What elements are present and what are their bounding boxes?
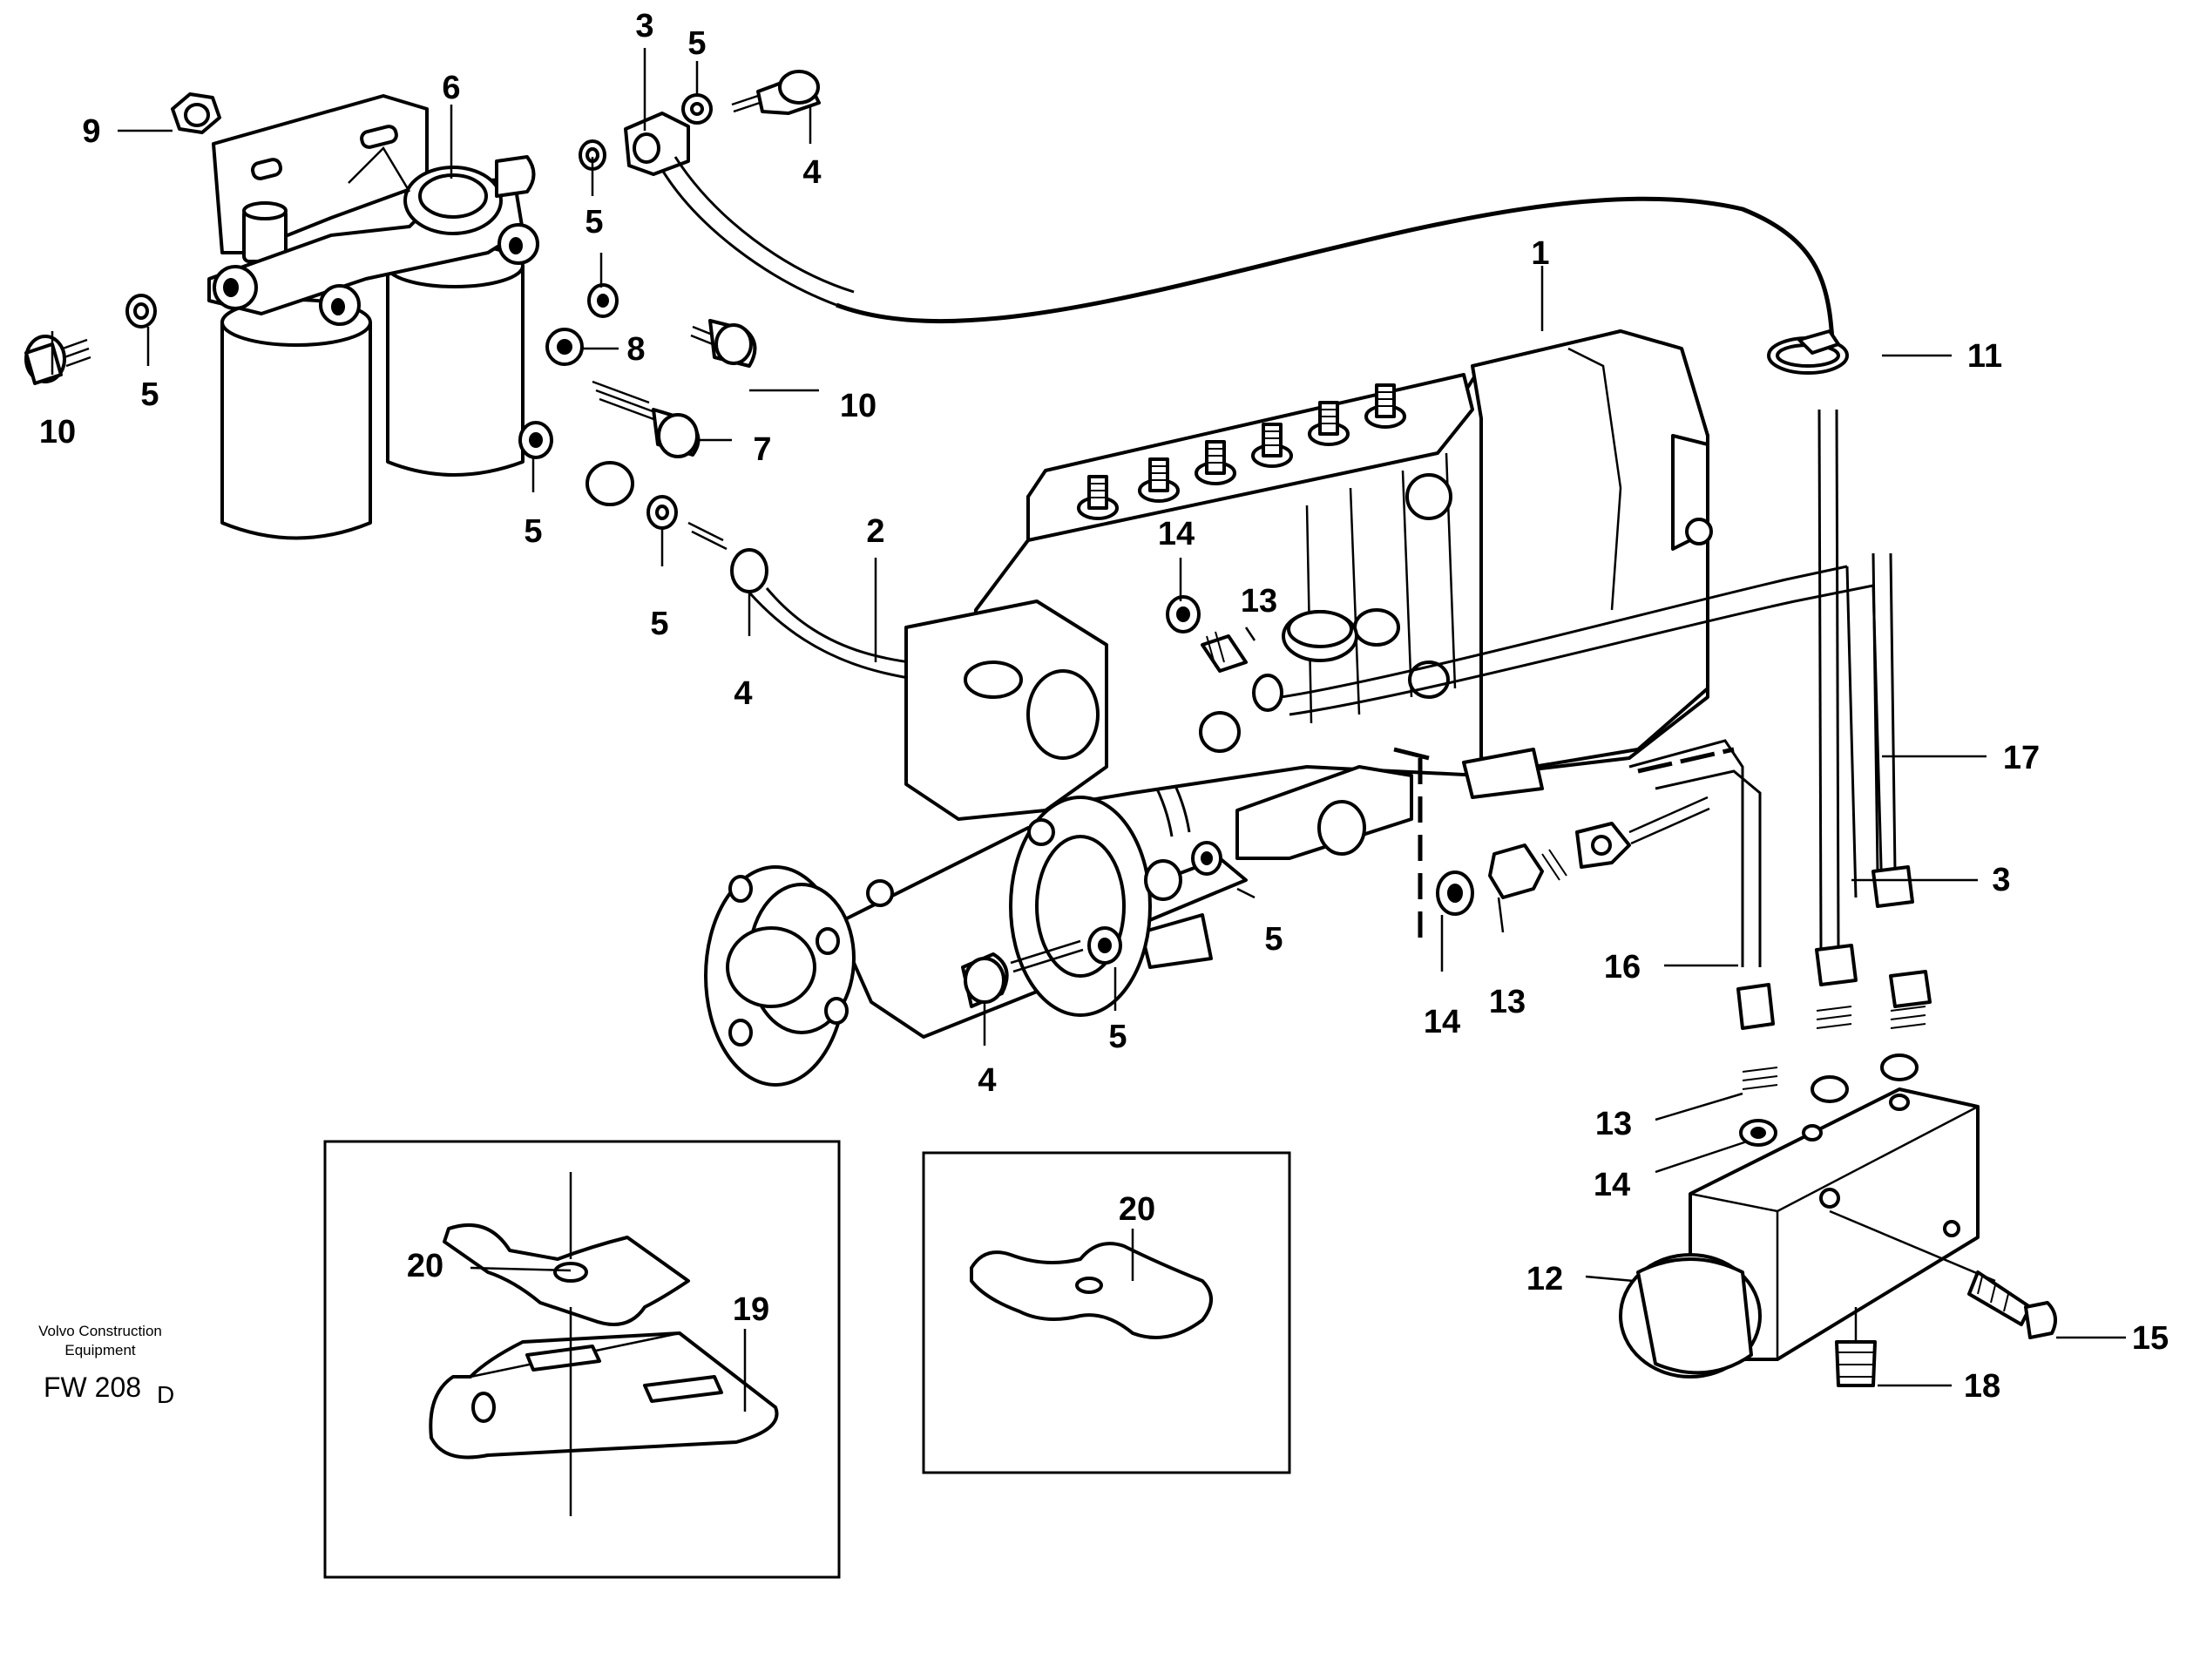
delivery-valves: [1077, 383, 1406, 520]
bolt-15: [1829, 1209, 2057, 1339]
callout-14-center: 14: [1424, 1004, 1460, 1040]
inset-clamp: [922, 1151, 1291, 1474]
valve-13-center: [1436, 796, 1710, 916]
callout-18: 18: [1964, 1368, 2000, 1405]
banjo-fitting-3-top: [579, 70, 821, 176]
credit-line-2: Equipment: [64, 1342, 136, 1358]
callout-10-left: 10: [39, 414, 76, 450]
banjo-fitting-lower: [585, 461, 768, 593]
drawing-code: FW 208: [44, 1372, 141, 1403]
pipe-fittings-lower: [1736, 865, 1932, 1147]
fuel-line-3: [660, 156, 1837, 367]
callout-4-top: 4: [802, 154, 821, 191]
callout-3-right: 3: [1992, 862, 2010, 898]
injection-pump: [904, 329, 1713, 969]
callout-14-pump: 14: [1158, 516, 1195, 552]
callout-12: 12: [1526, 1261, 1563, 1297]
callout-13-center: 13: [1489, 984, 1526, 1020]
callout-3-top: 3: [635, 8, 653, 44]
callout-10-right: 10: [840, 388, 877, 424]
pipe-3-vertical: [1817, 409, 1840, 951]
bolt-7: [592, 380, 701, 458]
callout-19: 19: [733, 1291, 769, 1328]
washer-8: [545, 328, 584, 366]
overflow-valve-13-pump: [1166, 595, 1283, 712]
callout-5-pump: 5: [1264, 921, 1283, 958]
callout-7: 7: [753, 431, 771, 468]
filter-block-12: [1619, 1087, 1980, 1379]
callout-1: 1: [1531, 235, 1549, 272]
leader-lines: [51, 48, 2126, 1387]
plug-18: [1835, 1307, 1877, 1387]
callout-2: 2: [866, 513, 884, 550]
washer-5-lower: [518, 421, 553, 459]
bolt-4-lower: [961, 926, 1122, 1008]
callout-15: 15: [2132, 1320, 2169, 1357]
bleed-screw-10-right: [690, 319, 757, 368]
feed-pump-drive: [704, 796, 1152, 1087]
callout-17: 17: [2003, 740, 2040, 776]
callout-4-lower: 4: [978, 1062, 996, 1099]
callout-labels: 3 5 9 6 4 5 5 1 8 11 10 5 10 7 5 2 14 13…: [39, 8, 2169, 1405]
drawing-code-suffix: D: [157, 1381, 174, 1408]
washer-5-left: [125, 294, 157, 329]
credit-line-1: Volvo Construction: [38, 1323, 162, 1339]
bleed-screw-10-left: [24, 335, 91, 385]
callout-8: 8: [626, 331, 645, 368]
clip-11: [1767, 329, 1849, 375]
callout-5-flange: 5: [1108, 1019, 1127, 1055]
pipe-17-vertical: [1871, 552, 1897, 872]
callout-5-filter: 5: [524, 513, 542, 550]
nut-9: [171, 92, 221, 134]
callout-9: 9: [82, 113, 100, 150]
callout-13-block: 13: [1595, 1106, 1632, 1142]
return-line: [1280, 565, 1884, 898]
pipe-16: [1628, 739, 1762, 967]
callout-6: 6: [442, 70, 460, 106]
callout-5-left: 5: [140, 376, 159, 413]
callout-14-block: 14: [1594, 1167, 1630, 1203]
callout-13-pump: 13: [1241, 583, 1277, 620]
washer-5-upper: [587, 283, 619, 318]
callout-16: 16: [1604, 949, 1641, 986]
callout-11: 11: [1967, 338, 2002, 375]
credit-block: Volvo Construction Equipment FW 208 D: [38, 1323, 174, 1408]
callout-4-mid: 4: [734, 675, 752, 712]
callout-20-inset1: 20: [407, 1248, 443, 1284]
callout-5-lower: 5: [650, 606, 668, 642]
callout-20-inset2: 20: [1119, 1191, 1155, 1228]
inset-bracket-clamp: [323, 1140, 841, 1579]
callout-5-top: 5: [687, 25, 706, 62]
banjo-pump-inlet: [1144, 841, 1222, 901]
fuel-filter-assembly: [207, 94, 539, 540]
callout-5-mid: 5: [585, 204, 603, 240]
